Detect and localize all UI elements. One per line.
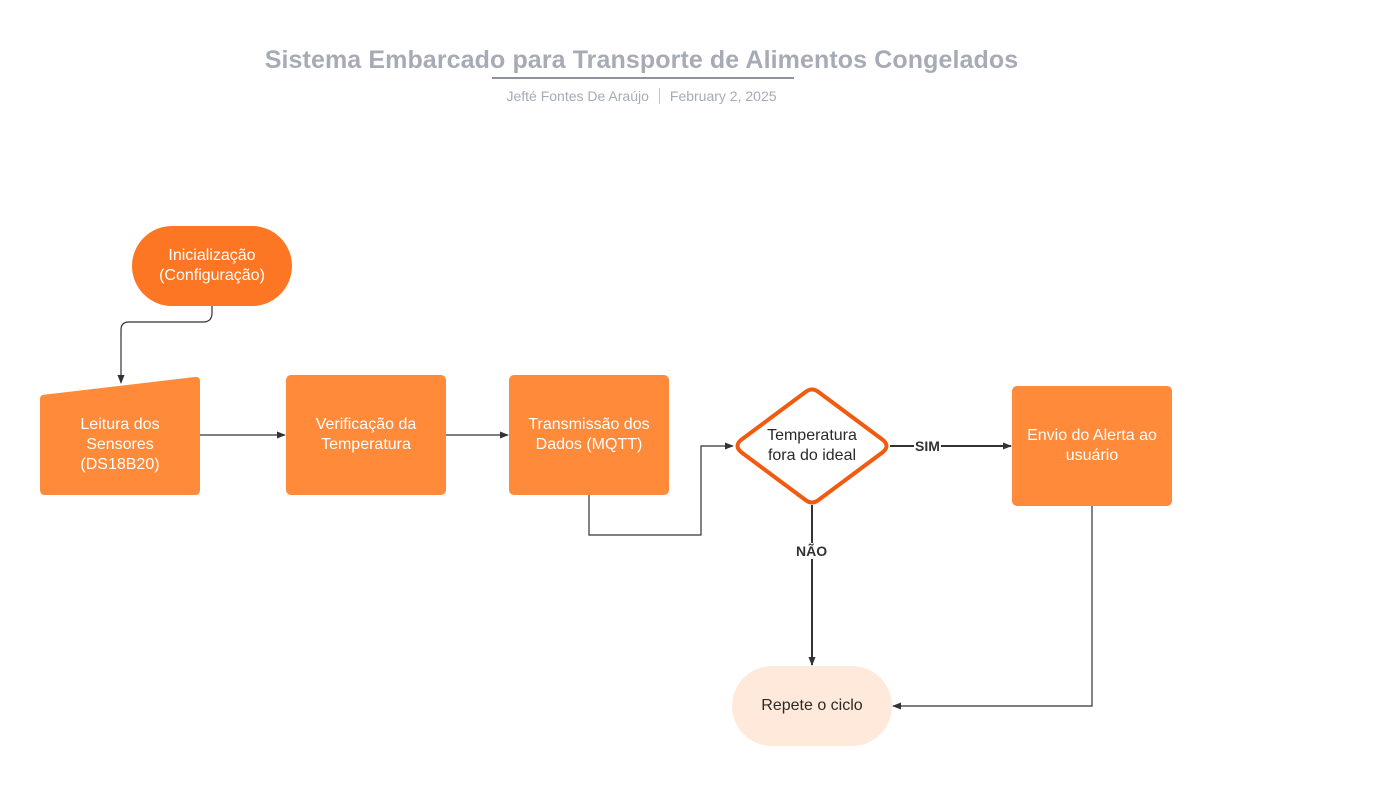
node-decision-label: Temperatura fora do ideal (767, 427, 857, 464)
title-underline (492, 77, 794, 79)
meta-separator (658, 88, 660, 105)
node-repeat-cycle[interactable]: Repete o ciclo (732, 666, 892, 746)
node-repeat-label: Repete o ciclo (761, 697, 863, 714)
node-read-sensors-label: Leitura dos Sensores (DS18B20) (80, 415, 160, 473)
node-start-initialization[interactable]: Inicialização (Configuração) (132, 226, 292, 306)
node-send-alert[interactable]: Envio do Alerta ao usuário (1012, 386, 1172, 506)
decision-diamond-shape (735, 387, 889, 505)
manual-input-shape (40, 376, 200, 495)
edge-alert-to-repeat[interactable] (892, 506, 1093, 710)
edge-label-nao: NÃO (795, 543, 829, 559)
edge-transmit-to-decision[interactable] (588, 442, 734, 536)
node-decision-temperature[interactable]: Temperatura fora do ideal (732, 386, 892, 506)
edge-label-sim: SIM (914, 438, 941, 454)
node-alert-label: Envio do Alerta ao usuário (1027, 427, 1157, 464)
diagram-date: February 2, 2025 (669, 88, 777, 104)
node-start-label: Inicialização (Configuração) (159, 247, 265, 284)
author-name: Jefté Fontes De Araújo (506, 88, 649, 104)
edge-start-to-read-sensors[interactable] (117, 306, 213, 384)
node-transmit-label: Transmissão dos Dados (MQTT) (528, 416, 650, 453)
node-transmit-data[interactable]: Transmissão dos Dados (MQTT) (509, 375, 669, 495)
node-verify-temperature[interactable]: Verificação da Temperatura (286, 375, 446, 495)
node-read-sensors[interactable]: Leitura dos Sensores (DS18B20) (40, 376, 200, 495)
node-verify-label: Verificação da Temperatura (315, 416, 417, 453)
diagram-meta: Jefté Fontes De Araújo February 2, 2025 (0, 88, 1283, 105)
diagram-title: Sistema Embarcado para Transporte de Ali… (264, 46, 1019, 74)
